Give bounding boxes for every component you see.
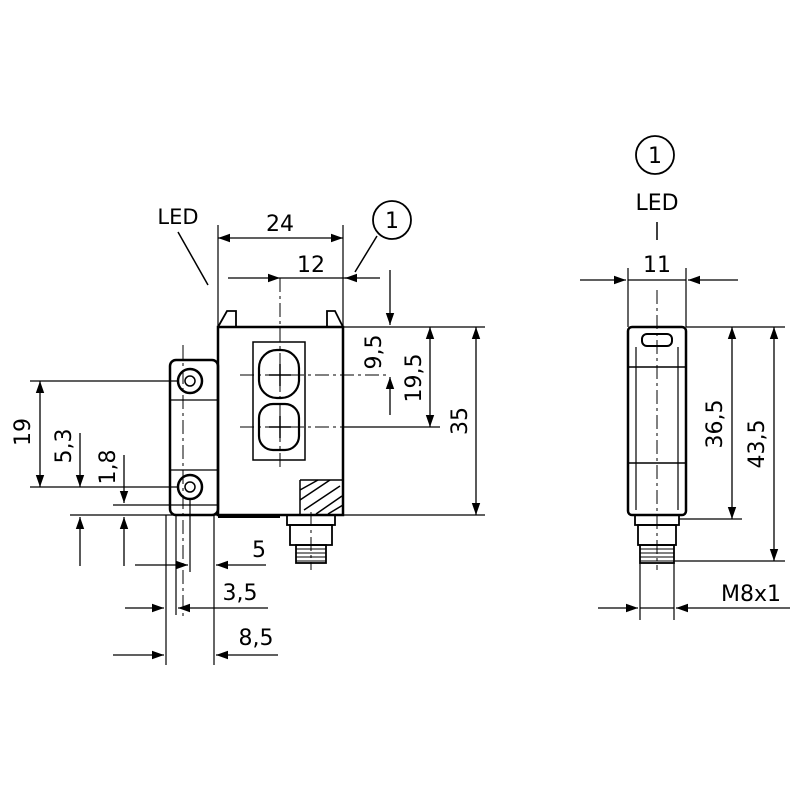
mounting-hole-top	[176, 367, 204, 395]
grip-hatching	[299, 479, 344, 515]
dimension-8-5: 8,5	[239, 626, 274, 651]
dimension-9-5: 9,5	[362, 335, 387, 370]
dimension-1-8: 1,8	[96, 450, 121, 485]
front-view: LED 1 24 12 9,5 19,5 35 19 5,3	[11, 200, 485, 665]
led-label-front: LED	[157, 205, 198, 229]
dimension-3-5: 3,5	[223, 581, 258, 606]
led-label-side: LED	[635, 191, 678, 216]
dimension-43-5: 43,5	[745, 420, 770, 469]
dimension-12: 12	[297, 253, 325, 278]
mounting-bracket	[168, 358, 220, 517]
sensor-housing	[216, 310, 345, 518]
dimension-24: 24	[266, 212, 294, 237]
callout-front-number: 1	[385, 209, 399, 234]
side-view: 1 LED 11 36,5 43,5 M8x1	[580, 135, 790, 620]
callout-side-number: 1	[648, 144, 662, 169]
dimension-5: 5	[252, 538, 266, 563]
extension-lines	[30, 225, 485, 665]
dimension-m8x1: M8x1	[721, 582, 781, 607]
dimension-11: 11	[643, 253, 671, 278]
callout-front: 1	[354, 200, 412, 273]
dimension-19-5: 19,5	[402, 354, 427, 403]
mounting-hole-bottom	[176, 473, 204, 501]
dimension-19: 19	[11, 418, 36, 446]
emitter-lens	[257, 348, 301, 400]
dimension-35: 35	[448, 407, 473, 435]
lens-frame	[252, 341, 306, 461]
dimension-36-5: 36,5	[703, 400, 728, 449]
dimension-5-3: 5,3	[52, 429, 77, 464]
led-leader-front	[177, 231, 209, 286]
callout-side: 1	[635, 135, 675, 175]
